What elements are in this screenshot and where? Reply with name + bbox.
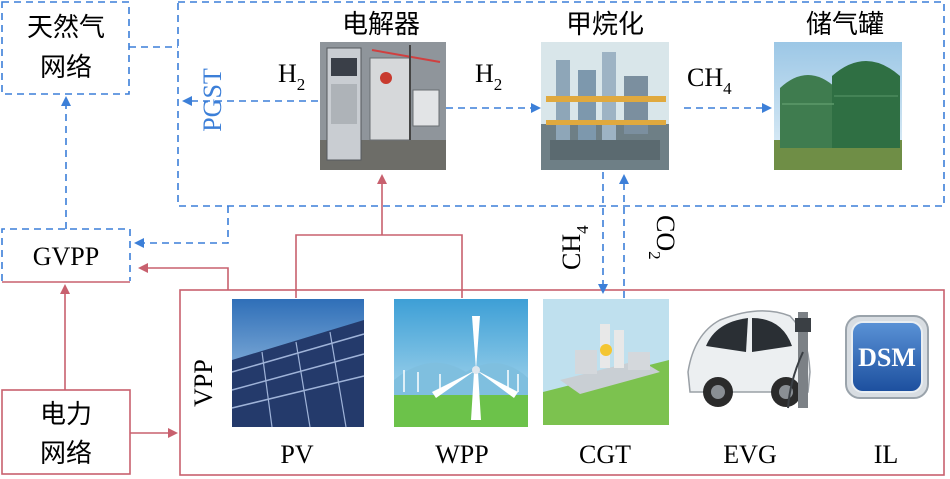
evg-image: [687, 310, 811, 409]
h2-left-label: H2: [278, 59, 305, 94]
power-grid-label-1: 电力: [40, 400, 92, 430]
pv-image: [231, 299, 365, 428]
methanation-image: [541, 42, 669, 170]
electrolyzer-label: 电解器: [342, 10, 420, 40]
pgst-label: PGST: [198, 68, 227, 132]
vpp-to-gvpp-arrow: [138, 263, 229, 290]
electrolyzer-image: [320, 42, 446, 170]
gas-network-label-2: 网络: [40, 53, 92, 83]
wpp-image: [394, 299, 528, 427]
dsm-logo-icon: DSM: [845, 315, 929, 399]
il-label: IL: [874, 440, 899, 469]
vpp-box: [179, 289, 945, 476]
renewables-to-electrolyzer-arrow: [295, 176, 463, 298]
dsm-logo-text: DSM: [858, 343, 916, 372]
power-grid-label-2: 网络: [40, 439, 92, 469]
gas-tank-label: 储气罐: [806, 10, 884, 40]
ch4-top-label: CH4: [687, 63, 732, 98]
co2-up-label: CO2: [645, 215, 680, 260]
wpp-label: WPP: [435, 440, 488, 469]
gas-network-box: [1, 1, 130, 95]
evg-label: EVG: [723, 440, 776, 469]
vpp-label: VPP: [189, 359, 218, 407]
gvpp-box: [1, 228, 131, 283]
gas-tank-image: [774, 42, 902, 170]
cgt-image: [543, 299, 669, 425]
cgt-label: CGT: [579, 440, 631, 469]
gvpp-label: GVPP: [33, 242, 99, 271]
power-grid-box: [1, 389, 131, 475]
pv-label: PV: [280, 440, 313, 469]
gas-network-label-1: 天然气: [27, 13, 105, 43]
pgst-box: [177, 1, 945, 207]
pgst-to-gvpp-arrow: [134, 206, 229, 248]
ch4-down-label: CH4: [557, 225, 592, 270]
methanation-label: 甲烷化: [566, 10, 644, 40]
h2-right-label: H2: [475, 59, 502, 94]
